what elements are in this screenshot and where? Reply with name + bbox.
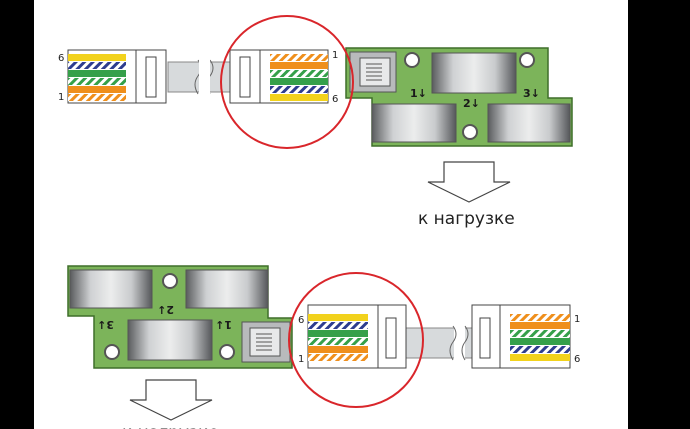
pin-label-left-top: 6 [58,53,64,64]
mounting-hole [104,344,120,360]
slot-label-2-rotated: 2↓ [157,303,174,316]
connector-slot-3 [487,103,571,143]
highlight-circle [220,15,354,149]
slot-label-1-rotated: 1↓ [215,318,232,331]
pin-label-right-top: 1 [574,314,580,325]
mounting-hole [519,52,535,68]
load-caption: к нагрузке [418,209,515,229]
pin-label-left-bottom: 1 [58,92,64,103]
highlight-circle [288,272,424,408]
mounting-hole [462,124,478,140]
connector-slot-3 [185,269,269,309]
slot-label-3: 3↓ [523,87,540,100]
slot-label-3-rotated: 3↓ [97,318,114,331]
connector-slot-2 [69,269,153,309]
rj12-plug-right [471,304,571,369]
connector-slot-2 [431,52,517,94]
slot-label-1: 1↓ [410,87,427,100]
rj12-plug-right [229,49,329,104]
load-caption-cropped: к нагрузке [122,423,219,429]
mounting-hole [219,344,235,360]
mounting-hole [404,52,420,68]
connector-slot-1 [127,319,213,361]
top-assembly: 6 1 1 6 1↓ 2↓ 3↓ к нагрузке [58,15,573,229]
pin-label-right-top: 1 [332,50,338,61]
pcb-board-mirrored: 2↓ 3↓ 1↓ [67,265,293,369]
rj12-plug-left [67,49,167,104]
pin-label-left-top: 6 [298,315,304,326]
pin-label-right-bottom: 6 [574,354,580,365]
pin-label-left-bottom: 1 [298,354,304,365]
connector-slot-1 [371,103,457,143]
pcb-board: 1↓ 2↓ 3↓ [345,47,573,147]
down-arrow [427,161,511,203]
rj12-plug-left [307,304,407,369]
bottom-assembly: 2↓ 3↓ 1↓ [67,265,580,429]
cable-break-mark [449,325,469,361]
slot-label-2: 2↓ [463,97,480,110]
mounting-hole [162,273,178,289]
down-arrow [129,379,213,421]
pin-label-right-bottom: 6 [332,94,338,105]
